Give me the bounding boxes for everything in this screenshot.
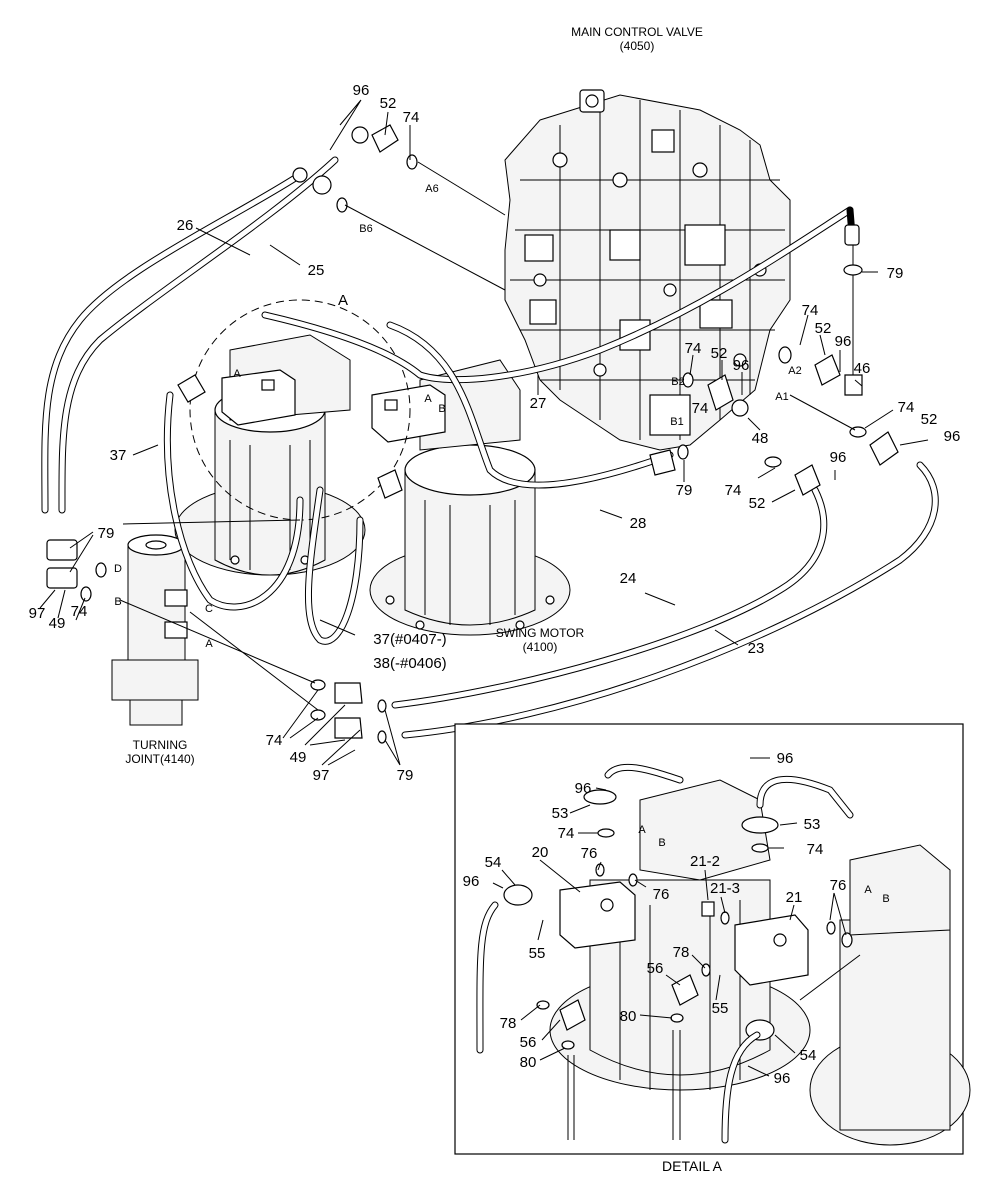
callout-52: 52 (711, 345, 728, 362)
callout-96: 96 (835, 333, 852, 350)
detail-callout-76: 76 (830, 877, 847, 894)
callout-97: 97 (313, 767, 330, 784)
port-b: B (114, 596, 121, 608)
callout-52: 52 (749, 495, 766, 512)
swing-motor-drawing (174, 299, 571, 636)
callout-38-range: 38(-#0406) (373, 655, 446, 672)
detail-callout-55: 55 (712, 1000, 729, 1017)
detail-callout-21-3: 21-3 (710, 880, 740, 897)
fittings (46, 124, 899, 744)
callout-74: 74 (403, 109, 420, 126)
turning-joint-label: TURNING (133, 738, 188, 752)
detail-callout-56: 56 (520, 1034, 537, 1051)
callout-52: 52 (815, 320, 832, 337)
callout-25: 25 (308, 262, 325, 279)
callout-24: 24 (620, 570, 637, 587)
callout-49: 49 (290, 749, 307, 766)
callout-52: 52 (380, 95, 397, 112)
detail-a-marker: A (338, 292, 348, 309)
detail-callout-53: 53 (804, 816, 821, 833)
callout-74: 74 (71, 603, 88, 620)
callout-79: 79 (887, 265, 904, 282)
detail-callout-56: 56 (647, 960, 664, 977)
callout-46: 46 (854, 360, 871, 377)
callout-26: 26 (177, 217, 194, 234)
detail-callout-21: 21 (786, 889, 803, 906)
callout-96: 96 (733, 357, 750, 374)
detail-callout-74: 74 (807, 841, 824, 858)
detail-callout-21-2: 21-2 (690, 853, 720, 870)
port-a6: A6 (425, 183, 438, 195)
detail-callout-76: 76 (581, 845, 598, 862)
main-control-valve-drawing (504, 89, 791, 451)
detail-port-a: A (638, 824, 646, 836)
port-c: C (205, 603, 213, 615)
port-a1: A1 (775, 391, 788, 403)
callout-74: 74 (692, 400, 709, 417)
callout-96: 96 (830, 449, 847, 466)
callout-28: 28 (630, 515, 647, 532)
detail-callout-78: 78 (500, 1015, 517, 1032)
main-control-valve-code: (4050) (620, 39, 655, 53)
callout-79: 79 (397, 767, 414, 784)
callout-52: 52 (921, 411, 938, 428)
callout-79: 79 (676, 482, 693, 499)
port-a: A (205, 638, 213, 650)
motor-port-a: A (424, 393, 432, 405)
callout-74: 74 (266, 732, 283, 749)
callout-97: 97 (29, 605, 46, 622)
labels: MAIN CONTROL VALVE (4050) SWING MOTOR (4… (29, 25, 961, 1174)
port-a2: A2 (788, 365, 801, 377)
callout-37: 37 (110, 447, 127, 464)
callout-96: 96 (353, 82, 370, 99)
port-b2: B2 (671, 376, 684, 388)
callout-27: 27 (530, 395, 547, 412)
motor-port-a: A (233, 368, 241, 380)
callout-48: 48 (752, 430, 769, 447)
detail-port-b: B (882, 893, 889, 905)
callout-74: 74 (685, 340, 702, 357)
turning-joint-code: JOINT(4140) (125, 752, 194, 766)
detail-port-b: B (658, 837, 665, 849)
detail-callout-54: 54 (485, 854, 502, 871)
detail-callout-80: 80 (520, 1054, 537, 1071)
detail-callout-80: 80 (620, 1008, 637, 1025)
callout-49: 49 (49, 615, 66, 632)
detail-callout-74: 74 (558, 825, 575, 842)
detail-callout-53: 53 (552, 805, 569, 822)
swing-motor-label: SWING MOTOR (496, 626, 585, 640)
detail-a-box (454, 723, 971, 1155)
port-d: D (114, 563, 122, 575)
port-b1: B1 (670, 416, 683, 428)
detail-callout-96: 96 (774, 1070, 791, 1087)
hoses (41, 156, 939, 739)
callout-37-range: 37(#0407-) (373, 631, 446, 648)
main-control-valve-label: MAIN CONTROL VALVE (571, 25, 703, 39)
detail-callout-54: 54 (800, 1047, 817, 1064)
callout-23: 23 (748, 640, 765, 657)
callout-74: 74 (898, 399, 915, 416)
detail-callout-96: 96 (777, 750, 794, 767)
swing-motor-code: (4100) (523, 640, 558, 654)
detail-callout-96: 96 (463, 873, 480, 890)
callout-96: 96 (944, 428, 961, 445)
detail-a-caption: DETAIL A (662, 1158, 723, 1174)
callout-79: 79 (98, 525, 115, 542)
detail-port-a: A (864, 884, 872, 896)
port-b6: B6 (359, 223, 372, 235)
detail-callout-78: 78 (673, 944, 690, 961)
detail-callout-76: 76 (653, 886, 670, 903)
detail-callout-20: 20 (532, 844, 549, 861)
turning-joint-drawing (111, 534, 199, 726)
callout-74: 74 (802, 302, 819, 319)
leader-lines (39, 99, 929, 1077)
detail-callout-96: 96 (575, 780, 592, 797)
motor-port-b: B (438, 403, 445, 415)
callout-74: 74 (725, 482, 742, 499)
detail-callout-55: 55 (529, 945, 546, 962)
